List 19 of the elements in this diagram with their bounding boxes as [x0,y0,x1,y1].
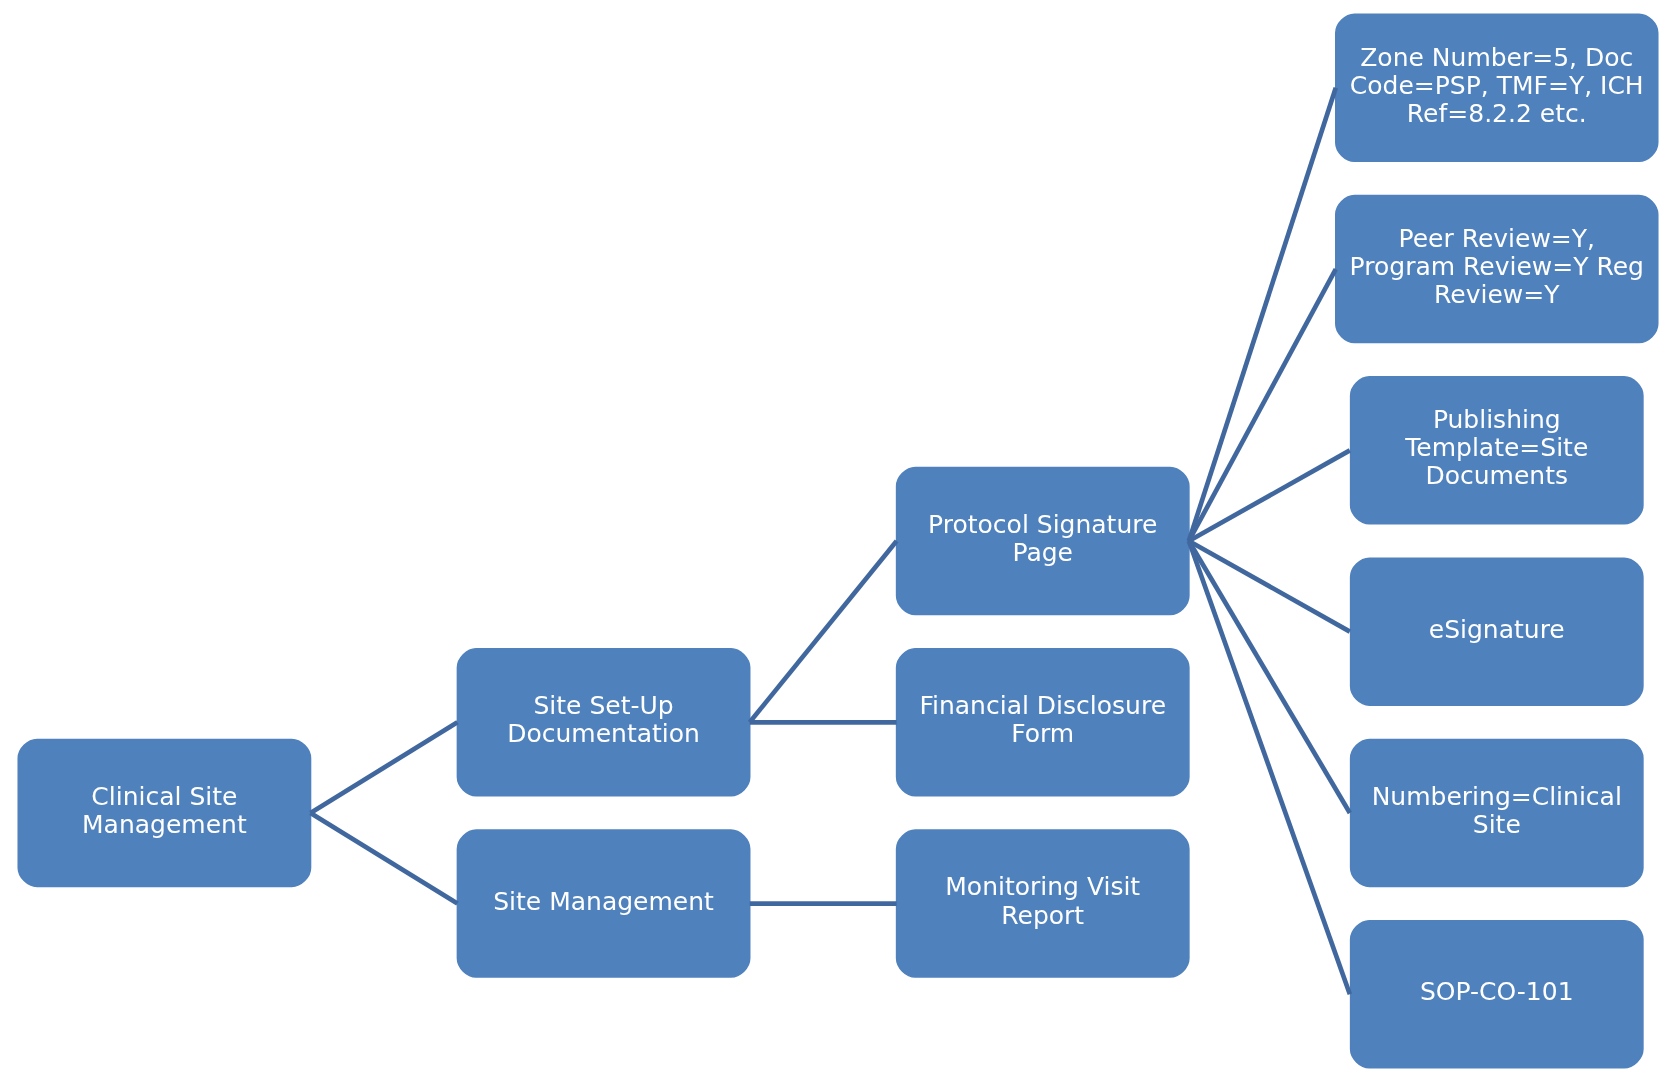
node-box: Zone Number=5, Doc Code=PSP, TMF=Y, ICH Ref=8.2.2 etc. [1334,13,1659,162]
node-box: Protocol Signature Page [895,466,1190,616]
node-box: eSignature [1349,557,1644,706]
node-box: Site Set-Up Documentation [456,648,750,797]
node-box: Clinical Site Management [16,738,311,888]
connector [749,901,897,906]
node-box: Site Management [456,829,750,978]
node-box: Numbering=Clinical Site [1349,738,1644,888]
node-box: Publishing Template=Site Documents [1349,376,1644,525]
connector [747,539,898,724]
node-box: Peer Review=Y, Program Review=Y Reg Review=Y [1334,194,1659,344]
connector [308,810,459,906]
node-box: Monitoring Visit Report [895,829,1190,978]
connector [1186,87,1338,542]
connector [1186,540,1352,996]
connector [749,719,897,725]
connector [308,720,459,815]
node-box: SOP-CO-101 [1349,920,1644,1069]
node-box: Financial Disclosure Form [895,648,1190,797]
